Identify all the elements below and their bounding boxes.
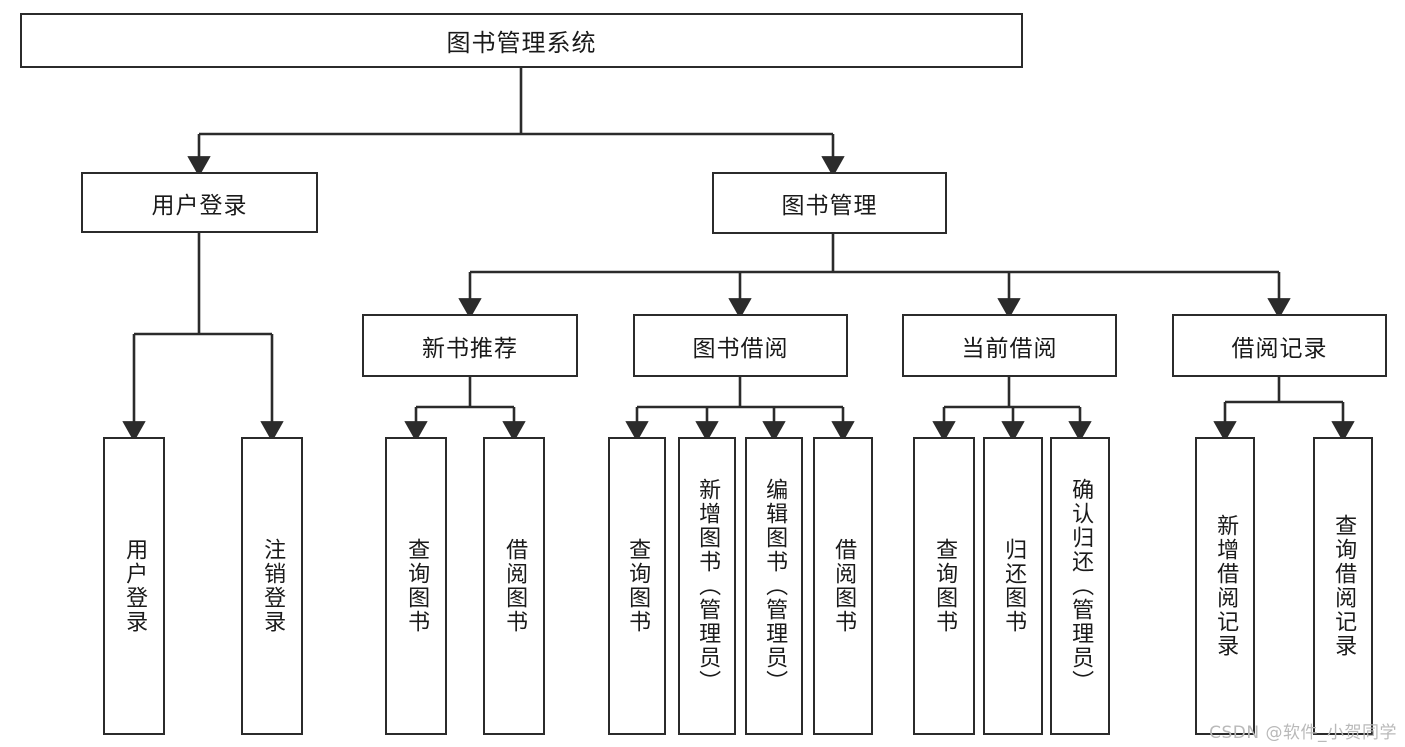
leaf-node-query-book-recommend[interactable]: 查询图书 [385, 437, 447, 735]
leaf-node-confirm-return-admin[interactable]: 确认归还（管理员） [1050, 437, 1110, 735]
leaf-label: 查询借阅记录 [1331, 514, 1357, 658]
leaf-node-borrow-book[interactable]: 借阅图书 [813, 437, 873, 735]
node-user-login[interactable]: 用户登录 [81, 172, 318, 233]
leaf-label: 用户登录 [122, 538, 148, 634]
node-book-manage[interactable]: 图书管理 [712, 172, 947, 234]
leaf-label: 确认归还（管理员） [1068, 478, 1094, 694]
leaf-node-query-borrow-record[interactable]: 查询借阅记录 [1313, 437, 1373, 735]
leaf-node-query-book-borrow[interactable]: 查询图书 [608, 437, 666, 735]
leaf-label: 归还图书 [1001, 538, 1027, 634]
leaf-label: 新增借阅记录 [1213, 514, 1239, 658]
leaf-label: 借阅图书 [831, 538, 857, 634]
leaf-label: 编辑图书（管理员） [762, 478, 788, 694]
leaf-label: 查询图书 [932, 538, 958, 634]
leaf-node-query-book-current[interactable]: 查询图书 [913, 437, 975, 735]
leaf-node-borrow-book-recommend[interactable]: 借阅图书 [483, 437, 545, 735]
node-new-book-recommend[interactable]: 新书推荐 [362, 314, 578, 377]
leaf-node-user-logout[interactable]: 注销登录 [241, 437, 303, 735]
node-book-borrow[interactable]: 图书借阅 [633, 314, 848, 377]
leaf-node-add-borrow-record[interactable]: 新增借阅记录 [1195, 437, 1255, 735]
leaf-node-user-login[interactable]: 用户登录 [103, 437, 165, 735]
leaf-node-edit-book-admin[interactable]: 编辑图书（管理员） [745, 437, 803, 735]
leaf-node-return-book[interactable]: 归还图书 [983, 437, 1043, 735]
leaf-label: 借阅图书 [502, 538, 528, 634]
csdn-watermark: CSDN @软件_小贺同学 [1209, 723, 1397, 743]
node-root-system[interactable]: 图书管理系统 [20, 13, 1023, 68]
node-current-borrow[interactable]: 当前借阅 [902, 314, 1117, 377]
leaf-label: 注销登录 [260, 538, 286, 634]
leaf-label: 查询图书 [625, 538, 651, 634]
leaf-label: 新增图书（管理员） [695, 478, 721, 694]
leaf-node-add-book-admin[interactable]: 新增图书（管理员） [678, 437, 736, 735]
leaf-label: 查询图书 [404, 538, 430, 634]
node-borrow-record[interactable]: 借阅记录 [1172, 314, 1387, 377]
